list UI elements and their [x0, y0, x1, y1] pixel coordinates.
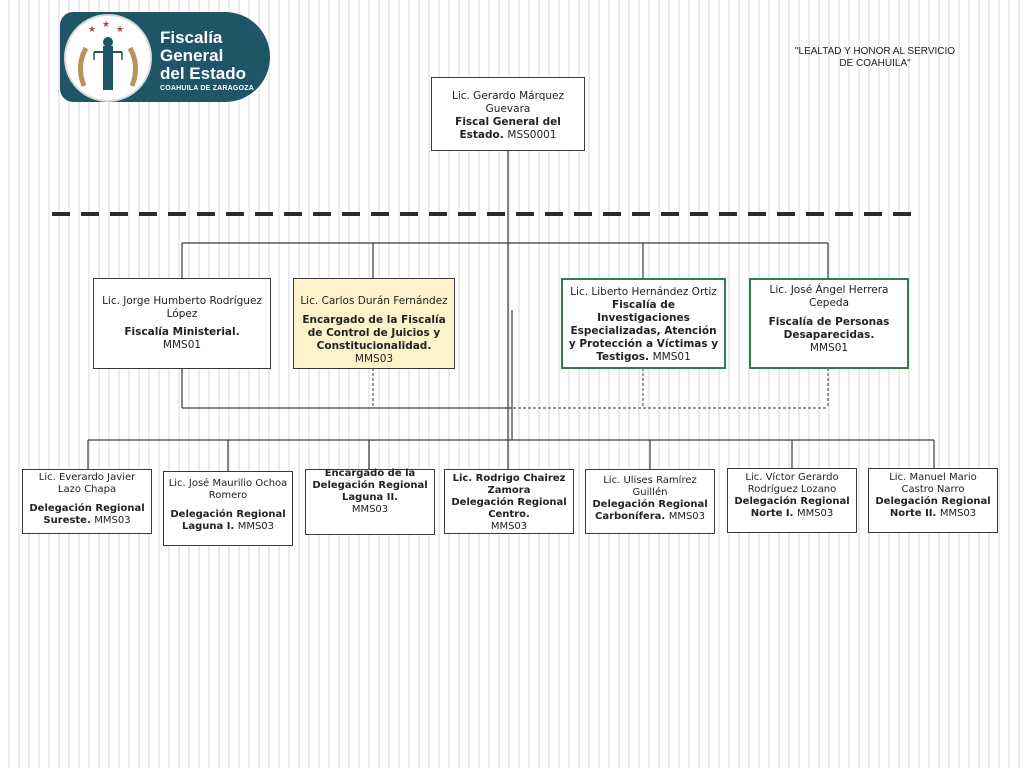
org-box-delegacion-norte-2: Lic. Manuel Mario Castro Narro Delegació…: [868, 468, 998, 533]
box-code: MMS03: [668, 511, 706, 522]
box-title-text: Fiscalía de Investigaciones Especializad…: [568, 299, 719, 363]
motto-line1: "LEALTAD Y HONOR AL SERVICIO: [794, 46, 956, 57]
box-title: Encargado de la Delegación Regional Lagu…: [312, 468, 428, 503]
org-box-fiscal-general: Lic. Gerardo Márquez Guevara Fiscal Gene…: [431, 77, 585, 151]
box-name: Lic. Jorge Humberto Rodríguez López: [102, 295, 262, 320]
box-title: Delegación Regional Sureste. MMS03: [27, 503, 147, 527]
box-name: Lic. Carlos Durán Fernández: [300, 295, 448, 307]
box-name: Lic. Víctor Gerardo Rodríguez Lozano: [745, 472, 839, 495]
box-name: Lic. José Maurilio Ochoa Romero: [168, 478, 288, 501]
box-code: MMS03: [351, 504, 389, 515]
box-title: Encargado de la Fiscalía de Control de J…: [298, 314, 450, 366]
box-code: MMS01: [162, 339, 202, 351]
logo-title-line1: Fiscalía: [160, 28, 223, 47]
box-title: Fiscalía Ministerial.: [124, 326, 240, 338]
box-title: Fiscal General del Estado. MSS0001: [436, 116, 580, 142]
box-code: MMS03: [354, 353, 394, 365]
motto: "LEALTAD Y HONOR AL SERVICIO DE COAHUILA…: [780, 46, 970, 70]
org-box-delegacion-carbonifera: Lic. Ulises Ramírez Guillén Delegación R…: [585, 469, 715, 534]
motto-line2: DE COAHUILA": [839, 58, 911, 69]
box-title: Fiscalía de Personas Desaparecidas.: [768, 316, 890, 341]
box-title-text: Fiscal General del Estado.: [455, 116, 561, 141]
box-name: Lic. Gerardo Márquez Guevara: [451, 90, 565, 115]
fiscalia-logo: ★ ★ ★ Fiscalía General del Estado COAHUI…: [60, 12, 270, 102]
svg-text:★: ★: [88, 25, 96, 35]
box-name: Lic. Manuel Mario Castro Narro: [889, 472, 977, 495]
box-name: Lic. Liberto Hernández Ortiz: [570, 286, 717, 298]
org-box-delegacion-laguna-1: Lic. José Maurilio Ochoa Romero Delegaci…: [163, 471, 293, 546]
box-name: Lic. Rodrigo Chairez Zamora: [452, 473, 566, 496]
box-name: Lic. Everardo Javier Lazo Chapa: [38, 472, 136, 495]
box-title-text: Encargado de la Fiscalía de Control de J…: [302, 314, 446, 352]
box-title-text: Delegación Regional Carbonífera.: [592, 499, 708, 522]
box-code: MMS03: [939, 508, 977, 519]
svg-text:★: ★: [116, 25, 124, 35]
box-title: Delegación Regional Centro.: [451, 497, 567, 520]
org-box-investigaciones-especializadas: Lic. Liberto Hernández Ortiz Fiscalía de…: [561, 278, 726, 369]
box-code: MMS01: [809, 342, 849, 354]
box-name: Lic. Ulises Ramírez Guillén: [603, 475, 697, 498]
box-code: MSS0001: [507, 129, 557, 141]
box-title: Delegación Regional Carbonífera. MMS03: [590, 499, 710, 523]
box-code: MMS03: [490, 521, 528, 532]
logo-subtitle: COAHUILA DE ZARAGOZA: [160, 85, 254, 92]
box-code: MMS01: [652, 351, 691, 363]
org-box-delegacion-norte-1: Lic. Víctor Gerardo Rodríguez Lozano Del…: [727, 468, 857, 533]
box-code: MMS03: [237, 521, 275, 532]
box-title: Delegación Regional Laguna I. MMS03: [168, 509, 288, 533]
org-box-delegacion-laguna-2: Encargado de la Delegación Regional Lagu…: [305, 468, 435, 535]
box-code: MMS03: [94, 515, 131, 526]
box-title: Fiscalía de Investigaciones Especializad…: [567, 299, 720, 364]
svg-text:★: ★: [102, 20, 110, 30]
box-name: Lic. José Ángel Herrera Cepeda: [769, 284, 889, 309]
box-title: Delegación Regional Norte II. MMS03: [873, 496, 993, 520]
org-box-fiscalia-ministerial: Lic. Jorge Humberto Rodríguez López Fisc…: [93, 278, 271, 369]
box-code: MMS03: [796, 508, 834, 519]
box-title-text: Delegación Regional Sureste.: [29, 503, 145, 526]
box-title: Delegación Regional Norte I. MMS03: [732, 496, 852, 520]
org-box-personas-desaparecidas: Lic. José Ángel Herrera Cepeda Fiscalía …: [749, 278, 909, 369]
box-title-text: Delegación Regional Norte II.: [875, 496, 991, 519]
logo-title-line2: General: [160, 46, 224, 65]
org-box-delegacion-sureste: Lic. Everardo Javier Lazo Chapa Delegaci…: [22, 469, 152, 534]
box-title-text: Delegación Regional Norte I.: [734, 496, 850, 519]
logo-title-line3: del Estado: [160, 64, 246, 83]
justice-emblem: ★ ★ ★: [64, 14, 152, 102]
org-box-delegacion-centro: Lic. Rodrigo Chairez Zamora Delegación R…: [444, 469, 574, 534]
box-title-text: Delegación Regional Laguna I.: [170, 509, 286, 532]
org-box-control-juicios: Lic. Carlos Durán Fernández Encargado de…: [293, 278, 455, 369]
